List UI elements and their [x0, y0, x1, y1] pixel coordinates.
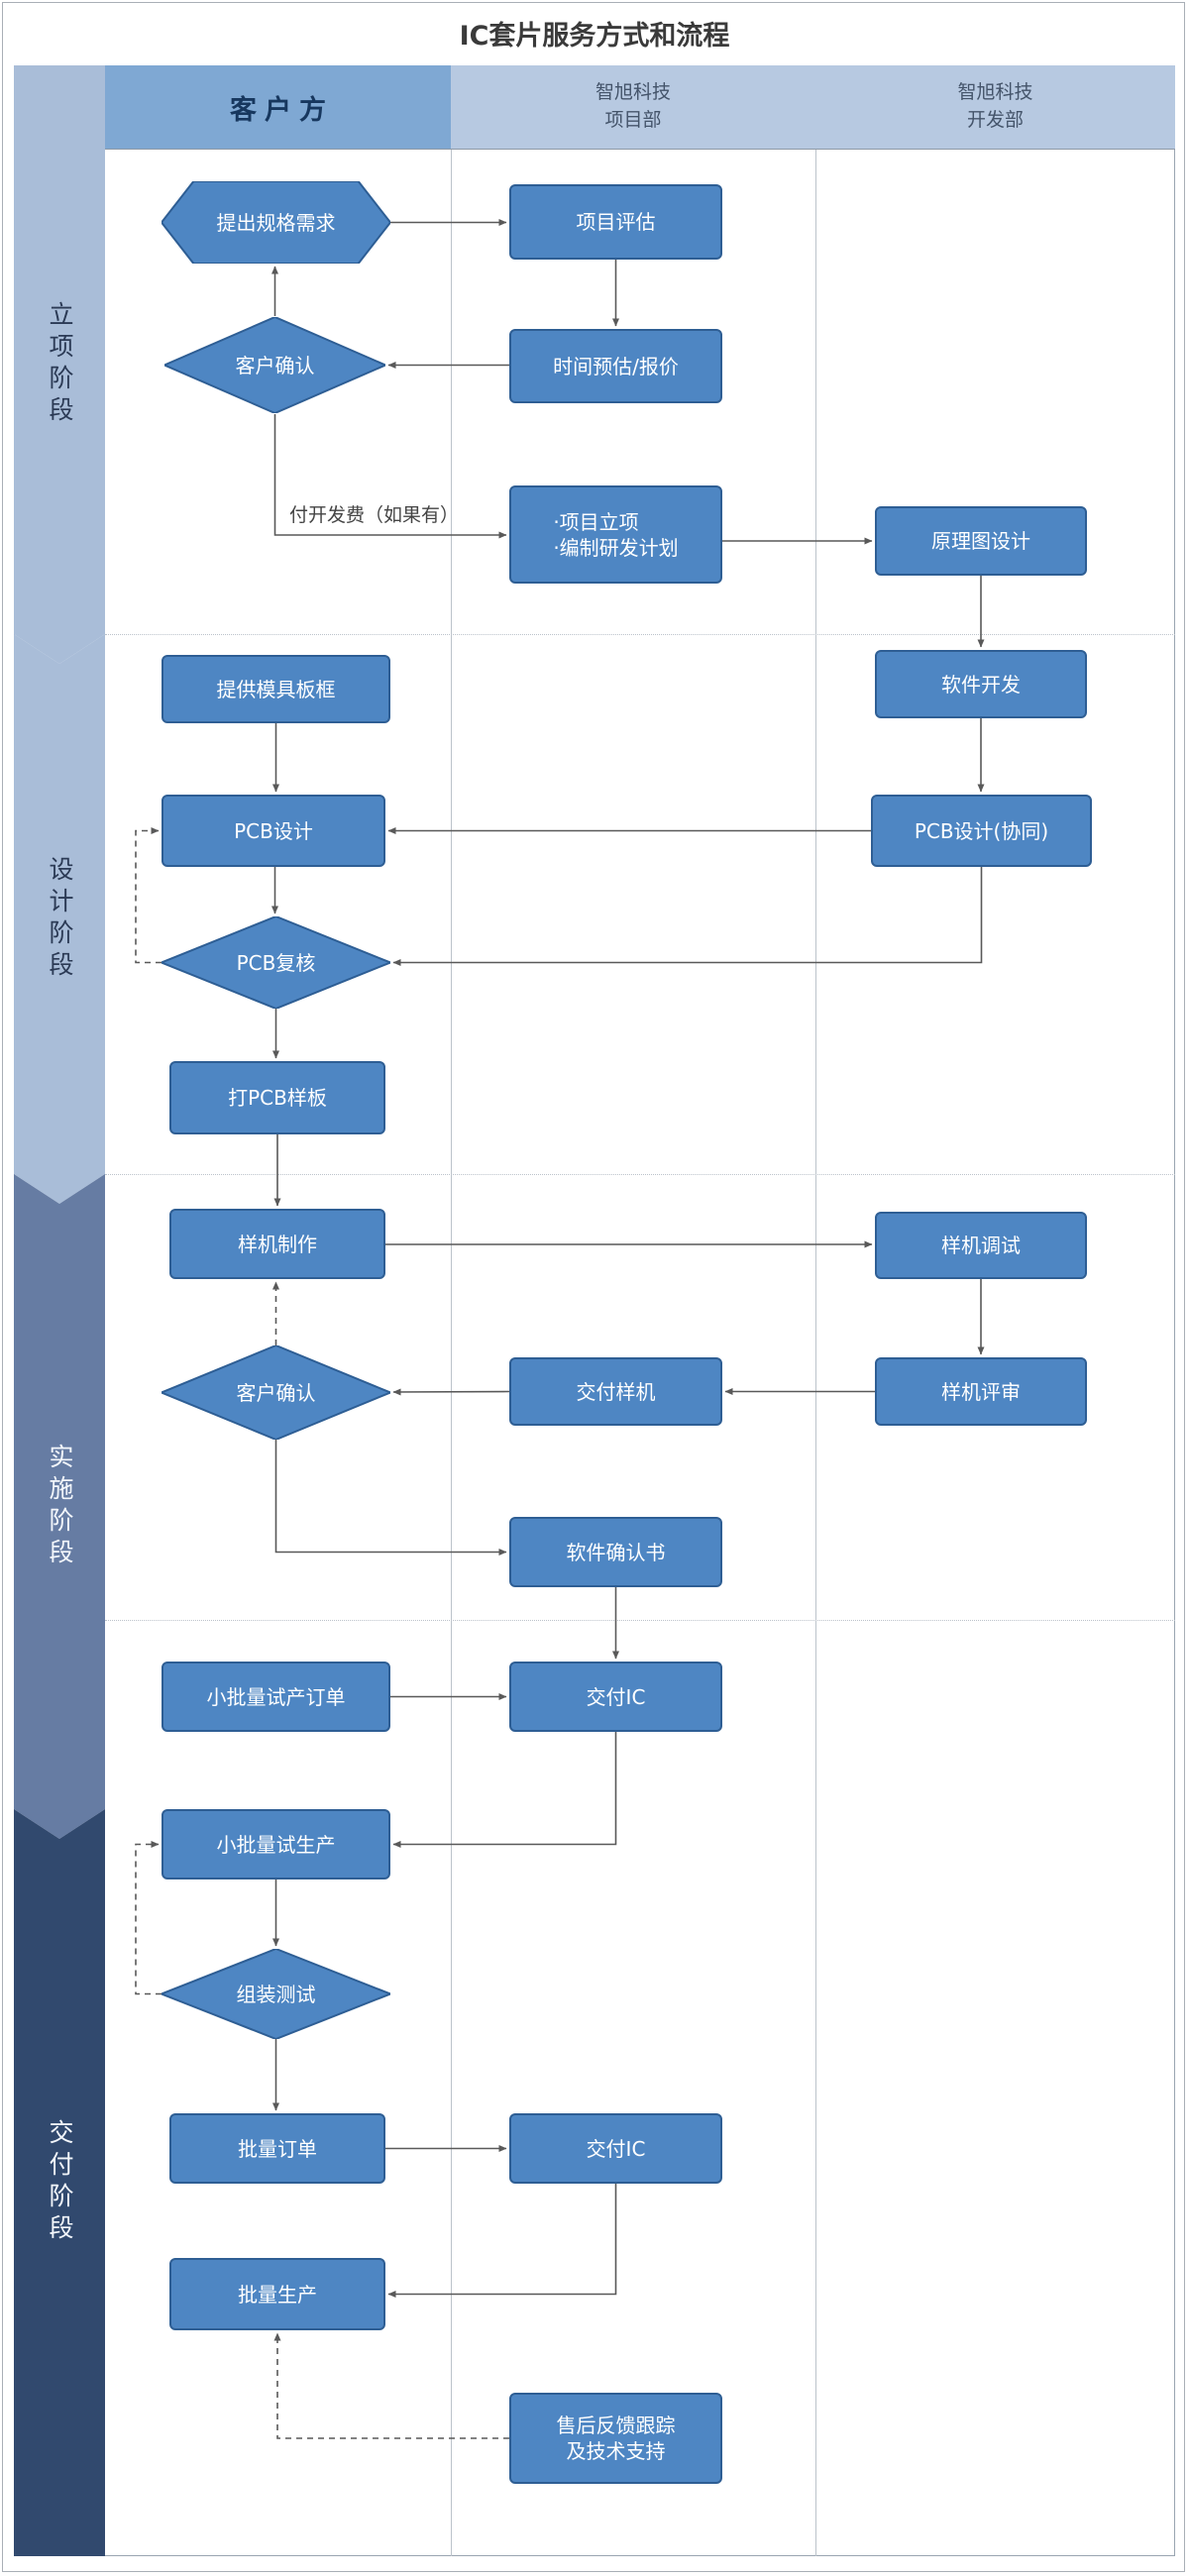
phase-band-design: 设计阶段: [14, 634, 105, 1204]
node-pcb-sample: 打PCB样板: [169, 1061, 385, 1134]
node-customer-confirm-2: 客户确认: [162, 1345, 390, 1440]
diamond-shape: [162, 916, 390, 1009]
node-pcb-design: PCB设计: [162, 795, 385, 867]
node-pcb-design-collab: PCB设计(协同): [871, 795, 1092, 867]
hexagon-shape: [162, 181, 390, 264]
node-project-setup-lines: ·项目立项 ·编制研发计划: [553, 509, 679, 560]
node-customer-confirm-1: 客户确认: [164, 317, 385, 413]
node-pcb-review: PCB复核: [162, 916, 390, 1009]
phase-separator-1: [105, 634, 1175, 635]
node-project-eval: 项目评估: [509, 184, 722, 260]
lane-separator-2: [815, 65, 816, 2556]
lane-header-customer-label: 客户方: [230, 94, 334, 126]
node-after-sales: 售后反馈跟踪 及技术支持: [509, 2393, 722, 2484]
lane-header-dev-dept-line1: 智旭科技: [957, 81, 1033, 104]
node-software-dev: 软件开发: [875, 650, 1087, 718]
node-time-quote: 时间预估/报价: [509, 329, 722, 403]
node-after-sales-lines: 售后反馈跟踪 及技术支持: [556, 2414, 676, 2463]
lane-header-dev-dept-line2: 开发部: [966, 109, 1024, 131]
phase-band-delivery-label: 交付阶段: [46, 2119, 74, 2246]
phase-band-delivery: 交付阶段: [14, 1809, 105, 2556]
phase-separator-3: [105, 1620, 1175, 1621]
lane-header-project-dept-line2: 项目部: [604, 109, 662, 131]
phase-band-initiation: 立项阶段: [14, 65, 105, 664]
diamond-shape: [162, 1345, 390, 1440]
node-deliver-prototype: 交付样机: [509, 1357, 722, 1426]
phase-band-implementation: 实施阶段: [14, 1174, 105, 1839]
phase-band-initiation-label: 立项阶段: [46, 301, 74, 428]
phase-separator-2: [105, 1174, 1175, 1175]
node-provide-mold: 提供模具板框: [162, 655, 390, 723]
diamond-shape: [164, 317, 385, 413]
lane-separator-1: [451, 65, 452, 2556]
node-small-batch-order: 小批量试产订单: [162, 1662, 390, 1732]
node-prototype-debug: 样机调试: [875, 1212, 1087, 1279]
lane-header-dev-dept: 智旭科技 开发部: [815, 65, 1175, 149]
node-assembly-test: 组装测试: [162, 1949, 390, 2039]
node-prototype-review: 样机评审: [875, 1357, 1087, 1426]
node-schematic-design: 原理图设计: [875, 506, 1087, 576]
header-bottom-line: [105, 149, 1175, 150]
node-project-setup: ·项目立项 ·编制研发计划: [509, 485, 722, 584]
node-mass-production: 批量生产: [169, 2258, 385, 2330]
node-deliver-ic-1: 交付IC: [509, 1662, 722, 1732]
diamond-shape: [162, 1949, 390, 2039]
lane-header-customer: 客户方: [105, 65, 451, 149]
node-batch-order: 批量订单: [169, 2113, 385, 2184]
node-propose-spec: 提出规格需求: [162, 181, 390, 264]
node-software-confirm: 软件确认书: [509, 1517, 722, 1587]
edge-label-dev-fee: 付开发费（如果有）: [289, 504, 460, 526]
phase-band-implementation-label: 实施阶段: [46, 1443, 74, 1570]
page-title: IC套片服务方式和流程: [459, 21, 730, 52]
lane-header-project-dept: 智旭科技 项目部: [451, 65, 815, 149]
node-deliver-ic-2: 交付IC: [509, 2113, 722, 2184]
phase-band-design-label: 设计阶段: [46, 855, 74, 983]
node-prototype-make: 样机制作: [169, 1209, 385, 1279]
lane-header-project-dept-line1: 智旭科技: [594, 81, 671, 104]
node-small-batch-production: 小批量试生产: [162, 1809, 390, 1879]
